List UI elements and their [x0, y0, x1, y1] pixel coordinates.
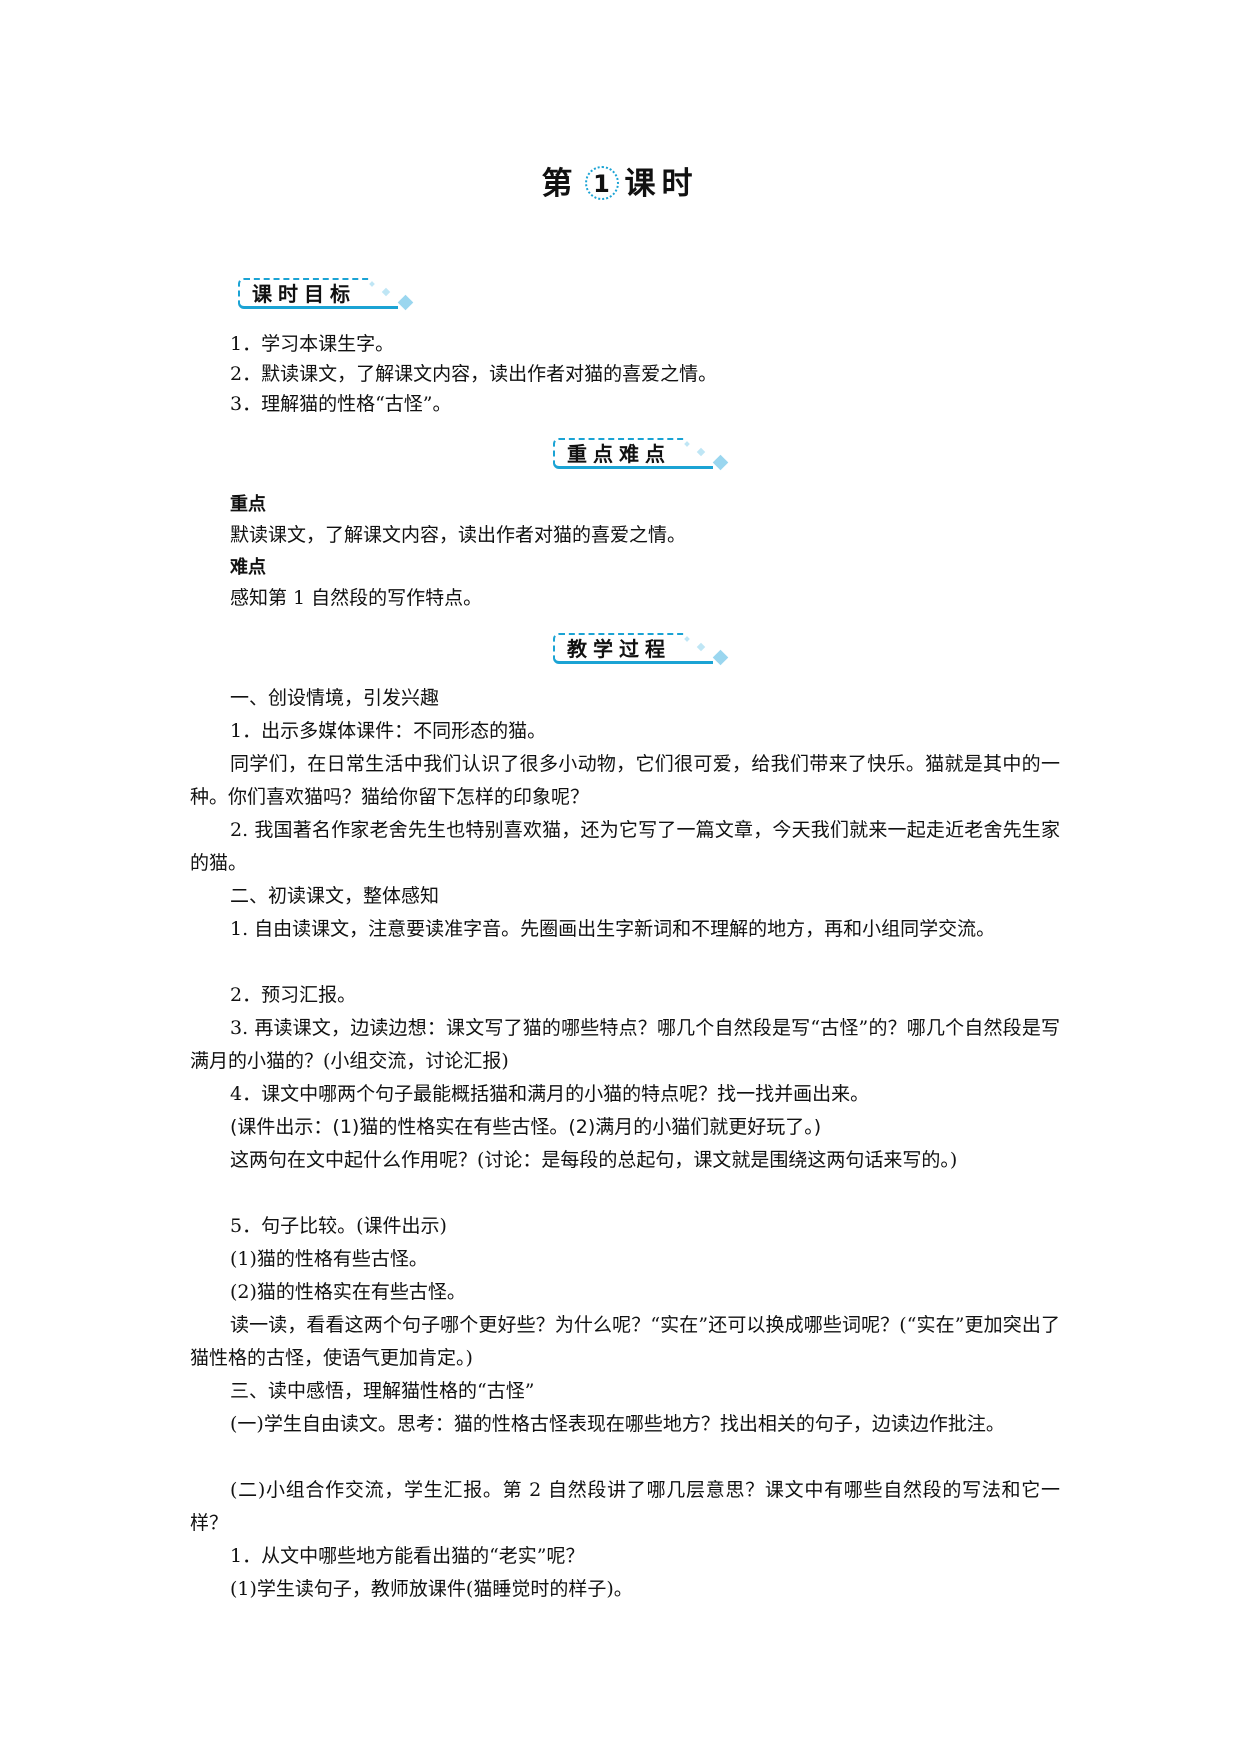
section-header-label: 教学过程 — [553, 633, 685, 664]
process-paragraph: 3. 再读课文，边读边想：课文写了猫的哪些特点？哪几个自然段是写“古怪”的？哪几… — [190, 1017, 1060, 1072]
process-paragraph: (1)学生读句子，教师放课件(猫睡觉时的样子)。 — [230, 1578, 633, 1600]
difficulty-text: 感知第 1 自然段的写作特点。 — [230, 587, 483, 609]
sparkle-icon — [381, 287, 391, 297]
process-paragraph: (1)猫的性格有些古怪。 — [230, 1248, 428, 1270]
process-paragraph: 1. 自由读课文，注意要读准字音。先圈画出生字新词和不理解的地方，再和小组同学交… — [230, 918, 996, 940]
sparkle-icon — [684, 441, 690, 447]
process-paragraph: (课件出示：(1)猫的性格实在有些古怪。(2)满月的小猫们就更好玩了。) — [230, 1116, 822, 1138]
sparkle-icon — [369, 281, 375, 287]
objective-item: 3．理解猫的性格“古怪”。 — [230, 393, 452, 415]
sparkle-icon — [684, 636, 690, 642]
process-paragraph: (二)小组合作交流，学生汇报。第 2 自然段讲了哪几层意思？课文中有哪些自然段的… — [190, 1479, 1060, 1534]
key-point-label: 重点 — [230, 494, 266, 515]
process-paragraph: 2．预习汇报。 — [230, 984, 357, 1006]
objective-item: 2．默读课文，了解课文内容，读出作者对猫的喜爱之情。 — [230, 363, 718, 385]
header-underline — [348, 306, 398, 309]
process-heading: 一、创设情境，引发兴趣 — [230, 687, 440, 709]
section-header-objectives: 课时目标 — [238, 278, 418, 311]
section-header-label: 课时目标 — [238, 278, 370, 309]
title-prefix: 第 — [541, 166, 579, 202]
process-paragraph: 这两句在文中起什么作用呢？(讨论：是每段的总起句，课文就是围绕这两句话来写的。) — [230, 1149, 958, 1171]
process-paragraph: 5．句子比较。(课件出示) — [230, 1215, 447, 1237]
difficulty-label: 难点 — [230, 557, 266, 578]
sparkle-icon — [712, 454, 729, 471]
key-point-text: 默读课文，了解课文内容，读出作者对猫的喜爱之情。 — [230, 524, 687, 546]
title-suffix: 课时 — [624, 166, 699, 202]
process-paragraph: 同学们，在日常生活中我们认识了很多小动物，它们很可爱，给我们带来了快乐。猫就是其… — [190, 753, 1060, 808]
lesson-number-circle-icon: 1 — [584, 166, 619, 200]
process-heading: 三、读中感悟，理解猫性格的“古怪” — [230, 1380, 535, 1402]
section-header-key-points: 重点难点 — [553, 438, 733, 471]
process-paragraph: 1．出示多媒体课件：不同形态的猫。 — [230, 720, 547, 742]
process-paragraph: 4．课文中哪两个句子最能概括猫和满月的小猫的特点呢？找一找并画出来。 — [230, 1083, 870, 1105]
process-paragraph: 2. 我国著名作家老舍先生也特别喜欢猫，还为它写了一篇文章，今天我们就来一起走近… — [190, 819, 1060, 874]
header-underline — [663, 466, 713, 469]
process-paragraph: 1．从文中哪些地方能看出猫的“老实”呢？ — [230, 1545, 585, 1567]
sparkle-icon — [397, 294, 414, 311]
process-heading: 二、初读课文，整体感知 — [230, 885, 440, 907]
process-paragraph: (一)学生自由读文。思考：猫的性格古怪表现在哪些地方？找出相关的句子，边读边作批… — [230, 1413, 1005, 1435]
process-paragraph: (2)猫的性格实在有些古怪。 — [230, 1281, 466, 1303]
sparkle-icon — [696, 447, 706, 457]
section-header-label: 重点难点 — [553, 438, 685, 469]
objective-item: 1．学习本课生字。 — [230, 333, 395, 355]
section-header-process: 教学过程 — [553, 633, 733, 666]
sparkle-icon — [696, 642, 706, 652]
header-underline — [663, 661, 713, 664]
sparkle-icon — [712, 649, 729, 666]
process-paragraph: 读一读，看看这两个句子哪个更好些？为什么呢？“实在”还可以换成哪些词呢？(“实在… — [190, 1314, 1060, 1369]
